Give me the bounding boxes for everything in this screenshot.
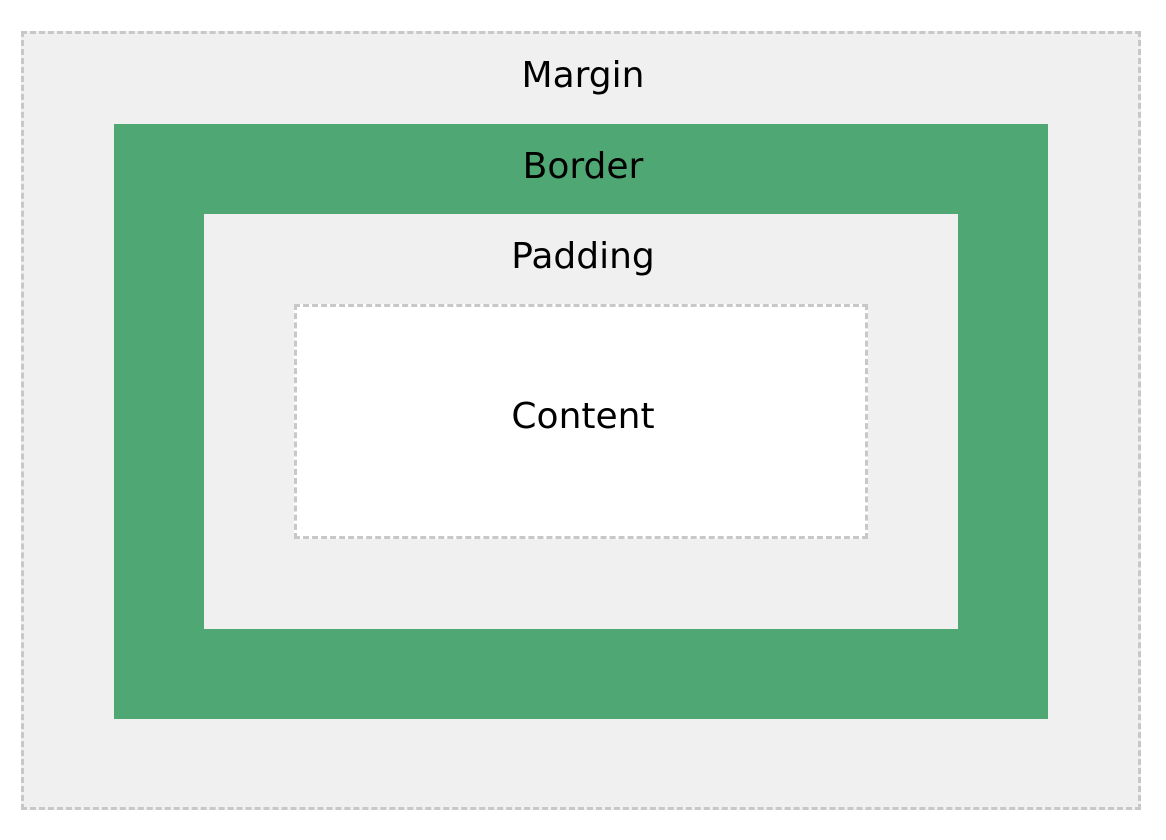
padding-label: Padding: [511, 236, 655, 277]
content-box: [294, 304, 868, 539]
border-label: Border: [522, 146, 644, 187]
content-label: Content: [511, 396, 655, 437]
margin-label: Margin: [521, 55, 645, 96]
